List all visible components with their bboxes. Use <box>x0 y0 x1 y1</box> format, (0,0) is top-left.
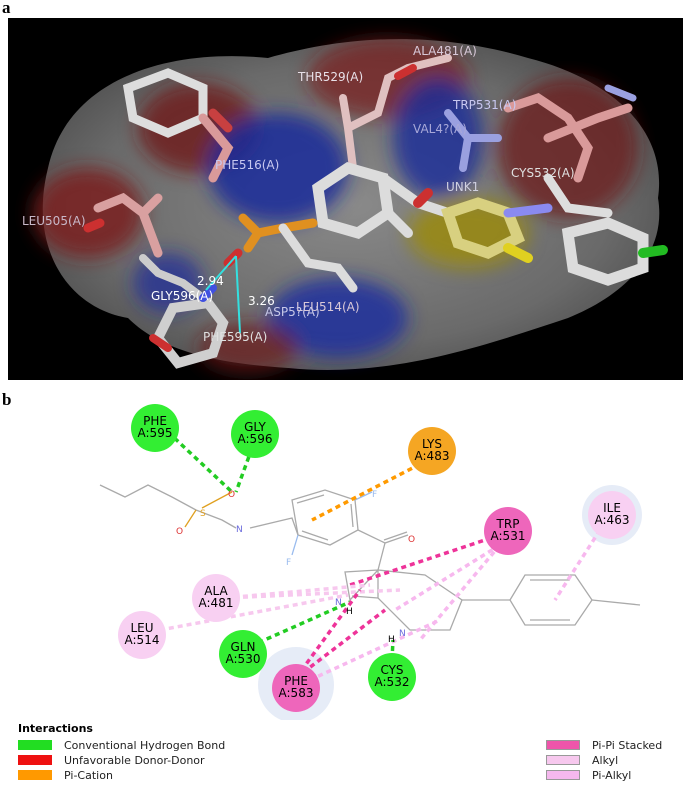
residue-label-thr529: THR529(A) <box>298 70 364 84</box>
atom-o-1: O <box>176 527 183 537</box>
legend-label: Pi-Cation <box>64 768 113 782</box>
residue-ile463: ILE A:463 <box>588 491 636 539</box>
stick-models <box>83 54 668 369</box>
residue-gly596: GLY A:596 <box>231 410 279 458</box>
legend-label: Unfavorable Donor-Donor <box>64 753 205 767</box>
residue-phe583-name: PHE <box>284 674 308 688</box>
legend-item-unfavorable-donor-donor: Unfavorable Donor-Donor <box>18 753 205 767</box>
atom-h-pyrrole: H <box>346 607 353 617</box>
residue-cys532-name: CYS <box>380 663 403 677</box>
hbond-lines <box>205 255 241 334</box>
residue-label-unk1: UNK1 <box>446 180 480 194</box>
residue-discs: PHE A:595 GLY A:596 LYS A:483 TRP A:531 … <box>118 404 636 712</box>
atom-s: S <box>200 509 206 519</box>
panel-a-label: a <box>2 0 11 17</box>
residue-gly596-id: A:596 <box>238 432 273 446</box>
surface-render <box>33 38 668 373</box>
legend-item-conventional-hbond: Conventional Hydrogen Bond <box>18 738 226 752</box>
atom-n-sulfonamide: N <box>236 525 243 535</box>
residue-gln530-id: A:530 <box>226 652 261 666</box>
residue-phe583: PHE A:583 <box>272 664 320 712</box>
residue-leu514: LEU A:514 <box>118 611 166 659</box>
legend-item-pi-alkyl: Pi-Alkyl <box>546 768 632 782</box>
distance-label-1: 2.94 <box>197 274 224 288</box>
legend-swatch <box>18 770 52 780</box>
legend-title: Interactions <box>18 722 93 735</box>
residue-gly596-name: GLY <box>244 420 266 434</box>
atom-n-pyridine: N <box>399 629 406 639</box>
atom-n-pyrrole: N <box>335 598 342 608</box>
distance-label-2: 3.26 <box>248 294 275 308</box>
residue-cys532: CYS A:532 <box>368 653 416 701</box>
legend-label: Pi-Pi Stacked <box>592 738 663 752</box>
legend-swatch <box>546 755 580 765</box>
residue-lys483-name: LYS <box>422 437 442 451</box>
residue-ile463-id: A:463 <box>595 513 630 527</box>
residue-label-cys532: CYS532(A) <box>511 166 575 180</box>
residue-leu514-id: A:514 <box>125 633 160 647</box>
residue-trp531: TRP A:531 <box>484 507 532 555</box>
residue-gln530-name: GLN <box>231 640 256 654</box>
atom-o-2: O <box>228 490 235 500</box>
residue-label-phe595: PHE595(A) <box>203 330 268 344</box>
atom-o-ketone: O <box>408 535 415 545</box>
residue-label-ala481: ALA481(A) <box>413 44 477 58</box>
residue-ala481-name: ALA <box>204 584 228 598</box>
ligand-skeleton <box>99 484 641 631</box>
residue-label-gly596: GLY596(A) <box>151 289 214 303</box>
residue-trp531-name: TRP <box>496 517 520 531</box>
residue-phe595-name: PHE <box>143 414 167 428</box>
residue-ala481: ALA A:481 <box>192 574 240 622</box>
binding-pocket-3d-view: ALA481(A) THR529(A) TRP531(A) VAL4?(A) P… <box>8 18 683 380</box>
legend-swatch <box>18 740 52 750</box>
atom-f-1: F <box>372 490 377 500</box>
atom-labels: N O O S F F O N H N H <box>176 490 415 645</box>
residue-lys483-id: A:483 <box>415 449 450 463</box>
residue-label-trp531: TRP531(A) <box>453 98 517 112</box>
residue-ala481-id: A:481 <box>199 596 234 610</box>
residue-phe595-id: A:595 <box>138 426 173 440</box>
residue-label-phe516: PHE516(A) <box>215 158 280 172</box>
residue-phe583-id: A:583 <box>279 686 314 700</box>
legend-label: Conventional Hydrogen Bond <box>64 738 226 752</box>
residue-phe595: PHE A:595 <box>131 404 179 452</box>
panel-b-label: b <box>2 390 12 409</box>
residue-label-asp: ASP5?(A) <box>265 305 320 319</box>
legend-swatch <box>546 740 580 750</box>
residue-leu514-name: LEU <box>130 621 153 635</box>
residue-trp531-id: A:531 <box>491 529 526 543</box>
legend-item-pi-cation: Pi-Cation <box>18 768 113 782</box>
legend-label: Pi-Alkyl <box>592 768 632 782</box>
residue-label-leu505: LEU505(A) <box>22 214 86 228</box>
residue-lys483: LYS A:483 <box>408 427 456 475</box>
atom-h-pyridine: H <box>388 635 395 645</box>
legend-swatch <box>546 770 580 780</box>
atom-f-2: F <box>286 558 291 568</box>
residue-ile463-name: ILE <box>603 501 621 515</box>
legend-item-alkyl: Alkyl <box>546 753 619 767</box>
residue-gln530: GLN A:530 <box>219 630 267 678</box>
legend-label: Alkyl <box>592 753 619 767</box>
legend-swatch <box>18 755 52 765</box>
residue-cys532-id: A:532 <box>375 675 410 689</box>
residue-label-leu514: LEU514(A) <box>296 300 360 314</box>
interaction-diagram-2d: N O O S F F O N H N H PHE A:595 GLY A:59… <box>99 404 642 720</box>
legend-item-pi-pi-stacked: Pi-Pi Stacked <box>546 738 663 752</box>
residue-label-val: VAL4?(A) <box>413 122 467 136</box>
